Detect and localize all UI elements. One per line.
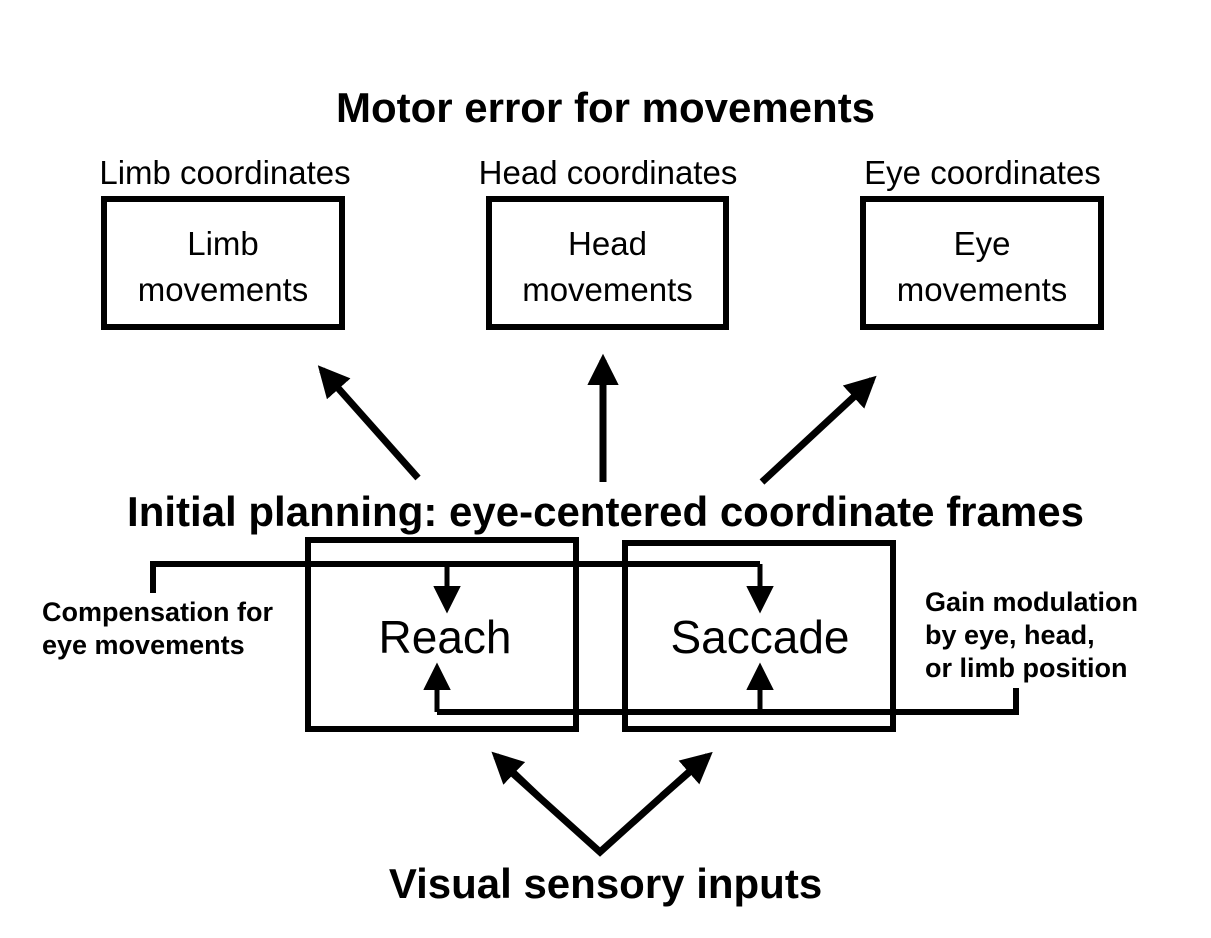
limb-movements-label-1: Limb [187, 225, 259, 262]
diagram-title: Motor error for movements [335, 84, 876, 131]
limb-movements-box: Limb movements [101, 196, 345, 330]
gain-modulation-note: Gain modulation by eye, head, or limb po… [925, 586, 1138, 685]
planning-title: Initial planning: eye-centered coordinat… [127, 488, 1084, 535]
limb-coordinates-label: Limb coordinates [99, 154, 351, 191]
arrow-to-limb [317, 365, 421, 481]
head-movements-label-1: Head [568, 225, 647, 262]
compensation-note-line-2: eye movements [42, 630, 245, 660]
reach-box [305, 537, 579, 732]
gain-modulation-note-line-1: Gain modulation [925, 587, 1138, 617]
saccade-label: Saccade [670, 611, 850, 663]
limb-movements-label-2: movements [137, 271, 309, 308]
visual-inputs-title: Visual sensory inputs [388, 860, 823, 907]
reach-label: Reach [378, 611, 512, 663]
arrow-to-saccade-from-visual [659, 751, 713, 799]
compensation-note-line-1: Compensation for [42, 597, 274, 627]
compensation-note: Compensation for eye movements [42, 596, 273, 662]
arrow-to-reach-from-visual [491, 751, 543, 801]
head-movements-box: Head movements [486, 196, 729, 330]
eye-movements-label-1: Eye [953, 225, 1011, 262]
gain-modulation-line [437, 688, 1019, 715]
gain-modulation-note-line-3: or limb position [925, 653, 1128, 683]
arrow-to-eye [759, 375, 877, 485]
eye-coordinates-label: Eye coordinates [864, 154, 1101, 191]
saccade-box [622, 540, 896, 732]
compensation-line [150, 561, 760, 593]
gain-modulation-note-line-2: by eye, head, [925, 620, 1095, 650]
head-movements-label-2: movements [522, 271, 693, 308]
head-coordinates-label: Head coordinates [478, 154, 738, 191]
eye-movements-box: Eye movements [860, 196, 1104, 330]
eye-movements-label-2: movements [896, 271, 1068, 308]
visual-inputs-v [497, 759, 703, 857]
